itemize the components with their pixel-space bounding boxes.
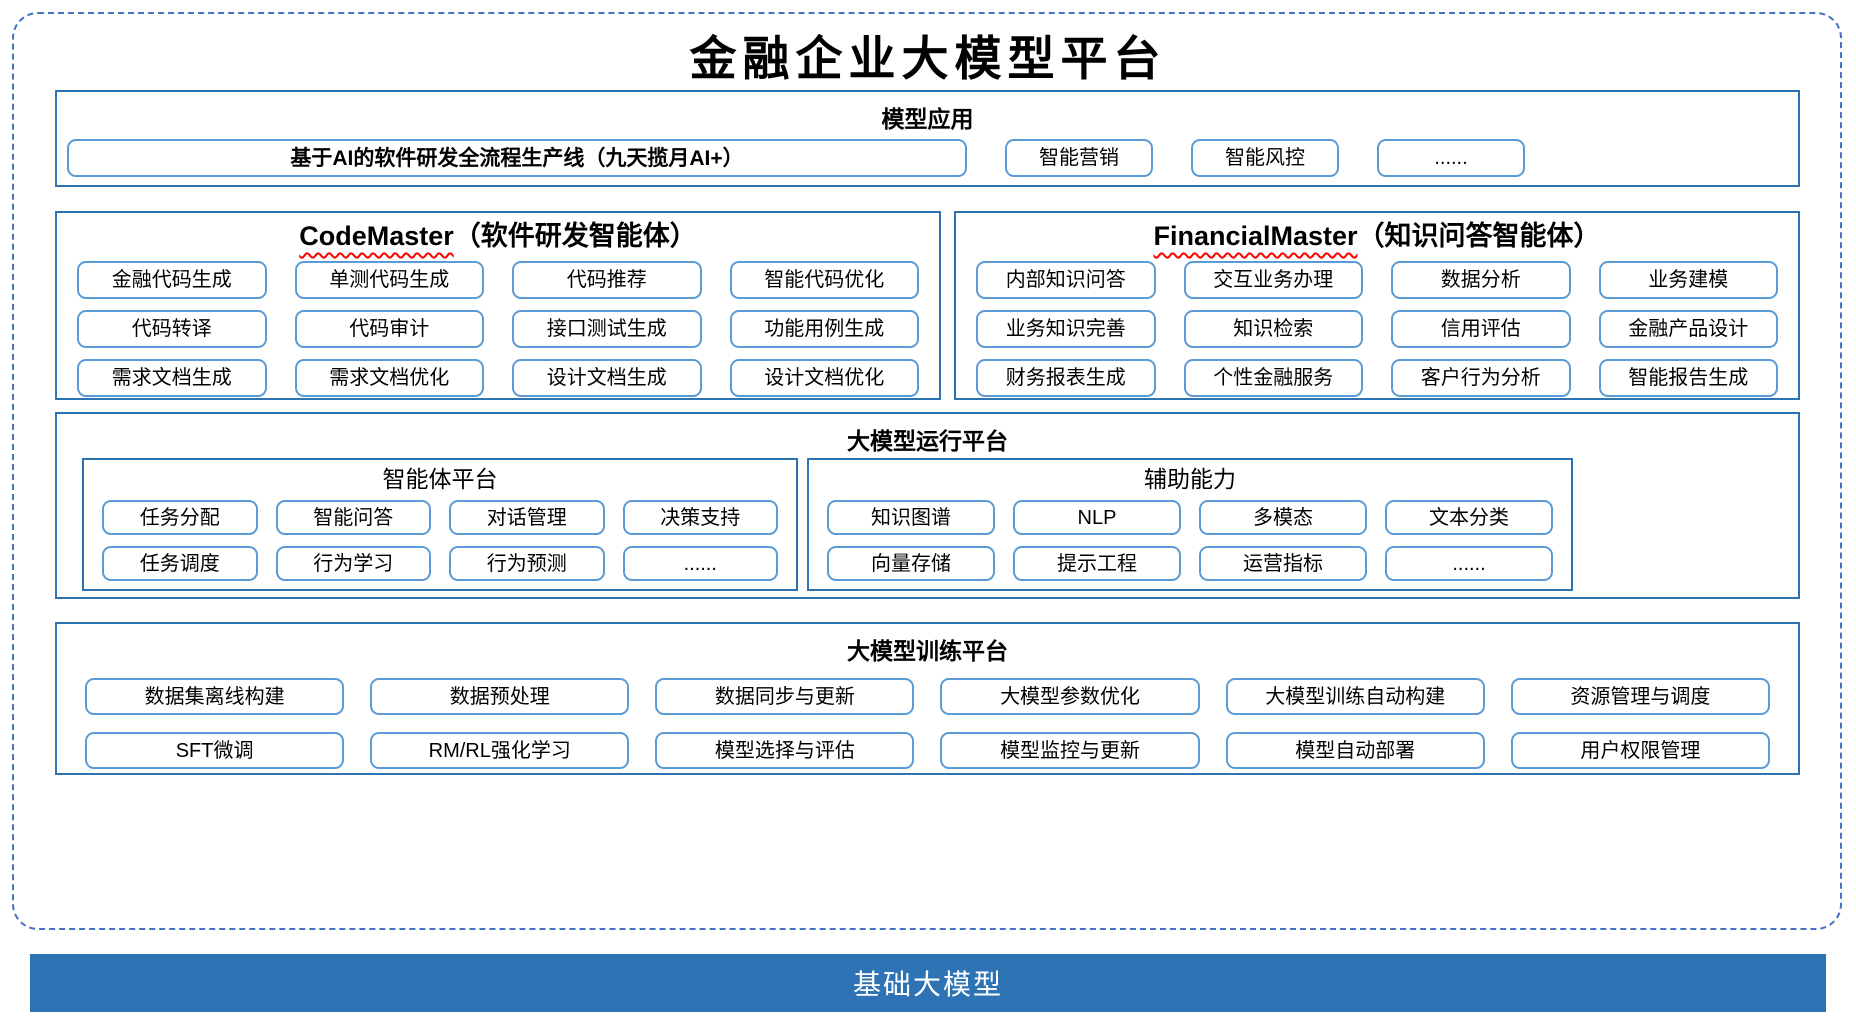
panel-aux-capabilities: 辅助能力 知识图谱 NLP 多模态 文本分类 向量存储 提示工程 运营指标 ..… <box>807 458 1573 591</box>
app-item: 智能风控 <box>1191 139 1339 177</box>
agent-platform-item: 行为学习 <box>275 546 431 581</box>
training-item: 大模型训练自动构建 <box>1225 678 1485 715</box>
aux-capability-item-ellipsis: ...... <box>1385 546 1553 581</box>
agent-platform-header: 智能体平台 <box>382 466 498 492</box>
aux-capability-item: NLP <box>1013 500 1181 535</box>
section-model-apps-header: 模型应用 <box>881 106 974 132</box>
codemaster-suffix: （软件研发智能体） <box>453 221 697 251</box>
foundation-model-bar: 基础大模型 <box>30 954 1826 1012</box>
agent-platform-item: 行为预测 <box>449 546 605 581</box>
training-item: 数据集离线构建 <box>85 678 345 715</box>
codemaster-item: 代码转译 <box>77 310 267 348</box>
aux-capabilities-header: 辅助能力 <box>1144 466 1236 492</box>
training-item: 资源管理与调度 <box>1510 678 1770 715</box>
aux-capability-item: 向量存储 <box>827 546 995 581</box>
codemaster-item: 金融代码生成 <box>77 261 267 299</box>
financialmaster-item: 财务报表生成 <box>976 359 1156 397</box>
financialmaster-item: 业务知识完善 <box>976 310 1156 348</box>
financialmaster-item: 数据分析 <box>1391 261 1571 299</box>
platform-dashed-border <box>12 12 1842 930</box>
codemaster-name: CodeMaster <box>299 221 454 251</box>
app-item: 智能营销 <box>1005 139 1153 177</box>
aux-capability-item: 多模态 <box>1199 500 1367 535</box>
financialmaster-name: FinancialMaster <box>1153 221 1358 251</box>
financialmaster-item: 客户行为分析 <box>1391 359 1571 397</box>
agent-platform-item: 任务分配 <box>102 500 258 535</box>
training-item: RM/RL强化学习 <box>370 732 630 769</box>
aux-capability-item: 文本分类 <box>1385 500 1553 535</box>
aux-capability-item: 知识图谱 <box>827 500 995 535</box>
financialmaster-item: 业务建模 <box>1598 261 1778 299</box>
agent-platform-item: 任务调度 <box>102 546 258 581</box>
codemaster-item: 设计文档生成 <box>512 359 702 397</box>
training-item: 用户权限管理 <box>1510 732 1770 769</box>
financialmaster-item: 个性金融服务 <box>1183 359 1363 397</box>
panel-codemaster-header: CodeMaster（软件研发智能体） <box>57 213 939 254</box>
codemaster-item: 代码审计 <box>294 310 484 348</box>
financialmaster-item: 信用评估 <box>1391 310 1571 348</box>
aux-capabilities-grid: 知识图谱 NLP 多模态 文本分类 向量存储 提示工程 运营指标 ...... <box>827 500 1553 581</box>
training-item: 大模型参数优化 <box>940 678 1200 715</box>
training-item: 模型监控与更新 <box>940 732 1200 769</box>
codemaster-grid: 金融代码生成 单测代码生成 代码推荐 智能代码优化 代码转译 代码审计 接口测试… <box>77 261 919 397</box>
training-grid: 数据集离线构建 数据预处理 数据同步与更新 大模型参数优化 大模型训练自动构建 … <box>85 678 1770 769</box>
financialmaster-item: 交互业务办理 <box>1183 261 1363 299</box>
codemaster-item: 接口测试生成 <box>512 310 702 348</box>
diagram-title: 金融企业大模型平台 <box>689 32 1167 87</box>
financialmaster-suffix: （知识问答智能体） <box>1357 221 1601 251</box>
panel-agent-platform: 智能体平台 任务分配 智能问答 对话管理 决策支持 任务调度 行为学习 行为预测… <box>82 458 798 591</box>
codemaster-item: 功能用例生成 <box>729 310 919 348</box>
agent-platform-item-ellipsis: ...... <box>622 546 778 581</box>
section-runtime-header: 大模型运行平台 <box>847 428 1008 454</box>
section-runtime-platform: 大模型运行平台 智能体平台 任务分配 智能问答 对话管理 决策支持 任务调度 行… <box>55 412 1800 599</box>
app-pipeline-box: 基于AI的软件研发全流程生产线（九天揽月AI+） <box>67 139 967 177</box>
section-training-platform: 大模型训练平台 数据集离线构建 数据预处理 数据同步与更新 大模型参数优化 大模… <box>55 622 1800 775</box>
codemaster-item: 需求文档优化 <box>294 359 484 397</box>
codemaster-item: 单测代码生成 <box>294 261 484 299</box>
training-item: 模型自动部署 <box>1225 732 1485 769</box>
section-training-header: 大模型训练平台 <box>847 638 1008 664</box>
financialmaster-item: 内部知识问答 <box>976 261 1156 299</box>
financialmaster-item: 知识检索 <box>1183 310 1363 348</box>
panel-codemaster: CodeMaster（软件研发智能体） 金融代码生成 单测代码生成 代码推荐 智… <box>55 211 941 400</box>
training-item: 数据同步与更新 <box>655 678 915 715</box>
financialmaster-grid: 内部知识问答 交互业务办理 数据分析 业务建模 业务知识完善 知识检索 信用评估… <box>976 261 1778 397</box>
agent-platform-item: 对话管理 <box>449 500 605 535</box>
panel-financialmaster-header: FinancialMaster（知识问答智能体） <box>956 213 1798 254</box>
app-item-ellipsis: ...... <box>1377 139 1525 177</box>
financialmaster-item: 智能报告生成 <box>1598 359 1778 397</box>
aux-capability-item: 运营指标 <box>1199 546 1367 581</box>
agent-platform-grid: 任务分配 智能问答 对话管理 决策支持 任务调度 行为学习 行为预测 .....… <box>102 500 778 581</box>
training-item: SFT微调 <box>85 732 345 769</box>
codemaster-item: 代码推荐 <box>512 261 702 299</box>
training-item: 数据预处理 <box>370 678 630 715</box>
codemaster-item: 需求文档生成 <box>77 359 267 397</box>
agent-platform-item: 决策支持 <box>622 500 778 535</box>
section-model-apps: 模型应用 基于AI的软件研发全流程生产线（九天揽月AI+） 智能营销 智能风控 … <box>55 90 1800 187</box>
codemaster-item: 设计文档优化 <box>729 359 919 397</box>
model-apps-row: 基于AI的软件研发全流程生产线（九天揽月AI+） 智能营销 智能风控 .....… <box>67 139 1525 177</box>
agent-platform-item: 智能问答 <box>275 500 431 535</box>
panel-financialmaster: FinancialMaster（知识问答智能体） 内部知识问答 交互业务办理 数… <box>954 211 1800 400</box>
codemaster-item: 智能代码优化 <box>729 261 919 299</box>
financialmaster-item: 金融产品设计 <box>1598 310 1778 348</box>
aux-capability-item: 提示工程 <box>1013 546 1181 581</box>
training-item: 模型选择与评估 <box>655 732 915 769</box>
